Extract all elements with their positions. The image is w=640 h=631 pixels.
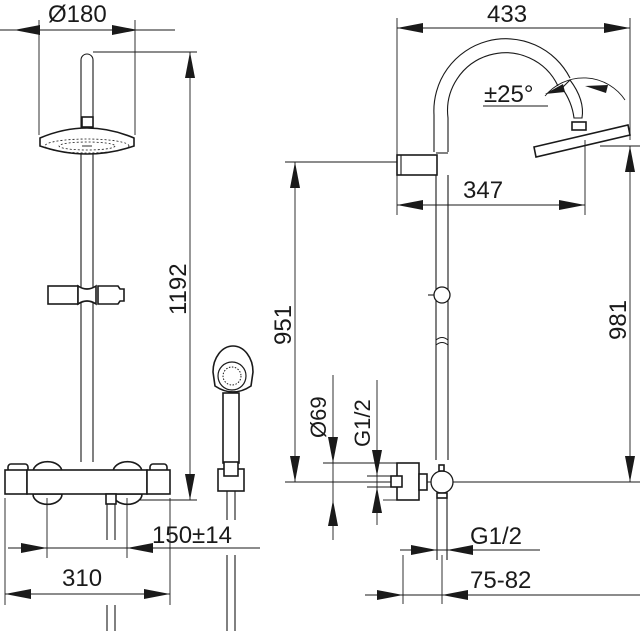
front-view: Ø180 1192 (0, 1, 260, 631)
wall-bracket (285, 154, 438, 176)
label-head-diameter: Ø180 (48, 1, 107, 28)
label-total-height: 1192 (165, 263, 192, 315)
thermostatic-mixer (4, 460, 171, 631)
label-escutcheon-diameter: Ø69 (306, 396, 331, 438)
dim-wall-offset: 75-82 (365, 555, 640, 604)
riser-pipe (435, 175, 449, 460)
label-head-height-side: 981 (605, 300, 632, 340)
overhead-shower-head (39, 127, 135, 155)
diverter-knob (428, 286, 451, 304)
dim-arm-reach: 433 (396, 1, 631, 215)
label-wall-offset: 75-82 (470, 567, 531, 594)
label-connection-spacing: 150±14 (152, 522, 232, 549)
dim-head-height-side: 981 (600, 145, 640, 482)
dim-head-diameter: Ø180 (0, 1, 175, 135)
tilted-shower-head (533, 79, 631, 158)
dim-escutcheon-diameter: Ø69 (306, 375, 397, 540)
label-bracket-height: 951 (270, 305, 297, 345)
label-mixer-width: 310 (62, 565, 102, 592)
dim-inlet-thread: G1/2 (350, 380, 391, 525)
label-head-tilt: ±25° (484, 81, 533, 108)
dim-bracket-reach: 347 (397, 140, 586, 215)
label-arm-reach: 433 (487, 1, 527, 28)
side-view: 433 ±25° (270, 1, 640, 604)
hand-shower-slider (47, 284, 125, 306)
dim-total-height: 1192 (93, 51, 197, 501)
dim-head-tilt: ±25° (483, 77, 626, 108)
label-inlet-thread: G1/2 (350, 399, 375, 447)
dim-mixer-width: 310 (4, 498, 171, 605)
dim-connection-spacing: 150±14 (8, 498, 260, 558)
wall-connection (285, 462, 640, 560)
riser-rail (80, 53, 94, 462)
hose-holder (217, 461, 245, 631)
shower-arm (433, 38, 571, 154)
dim-bracket-height: 951 (270, 162, 300, 482)
label-outlet-thread: G1/2 (470, 523, 522, 550)
hand-shower (212, 345, 254, 464)
label-bracket-reach: 347 (463, 177, 503, 204)
dim-outlet-thread: G1/2 (400, 523, 540, 560)
